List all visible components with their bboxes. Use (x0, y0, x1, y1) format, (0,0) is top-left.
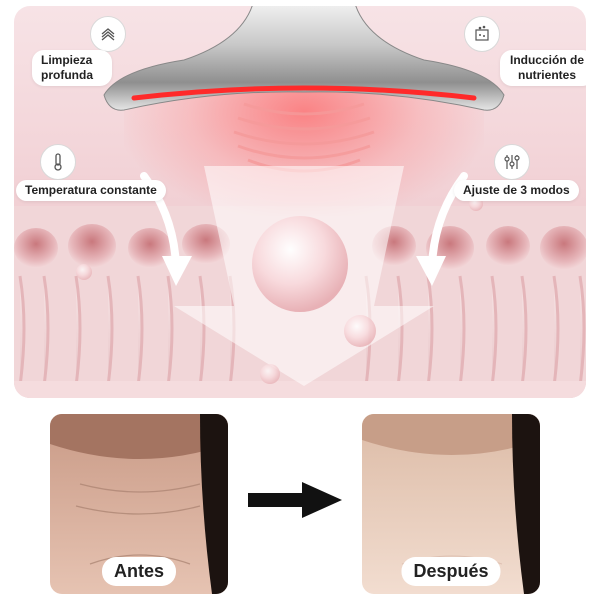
nutrient-bubbles (76, 197, 483, 384)
feature-label-deep-cleansing: Limpieza profunda (32, 50, 112, 86)
thermometer-icon (40, 144, 76, 180)
feature-label-nutrient-induction: Inducción de nutrientes (500, 50, 586, 86)
massager-device (103, 6, 505, 111)
feature-illustration-panel: Limpieza profunda Inducción de nutriente… (14, 6, 586, 398)
feature-label-constant-temperature: Temperatura constante (16, 180, 166, 201)
nutrient-induction-icon (464, 16, 500, 52)
right-arrow-icon (248, 482, 342, 518)
after-label: Después (401, 557, 501, 586)
sliders-icon (494, 144, 530, 180)
neck-after-image (362, 414, 540, 594)
before-label: Antes (101, 557, 177, 586)
feature-label-three-modes: Ajuste de 3 modos (454, 180, 579, 201)
before-photo: Antes (50, 414, 228, 594)
light-waves (233, 102, 375, 173)
after-photo: Después (362, 414, 540, 594)
deep-cleansing-icon (90, 16, 126, 52)
